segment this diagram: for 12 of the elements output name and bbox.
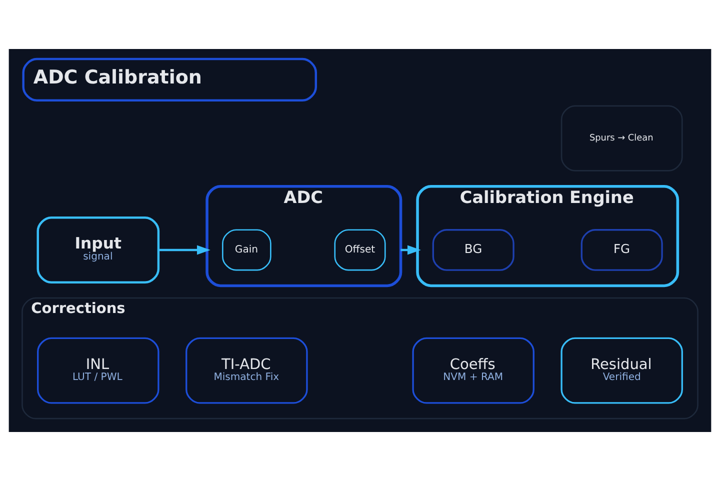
node-box: TI-ADC Mismatch Fix [186, 336, 308, 404]
node-box: Gain [222, 228, 272, 270]
node-box: Offset [334, 228, 386, 270]
node-box: Coeffs NVM + RAM [412, 336, 534, 404]
arrow [158, 244, 210, 254]
node-box: INL LUT / PWL [37, 336, 160, 404]
diagram-title: ADC Calibration [33, 66, 202, 88]
node-box: FG [580, 228, 663, 270]
node-box: Residual Verified [560, 336, 683, 404]
node-box: Spurs → Clean [560, 104, 683, 171]
node-box: Input signal [36, 216, 160, 283]
node-box: BG [432, 228, 514, 270]
